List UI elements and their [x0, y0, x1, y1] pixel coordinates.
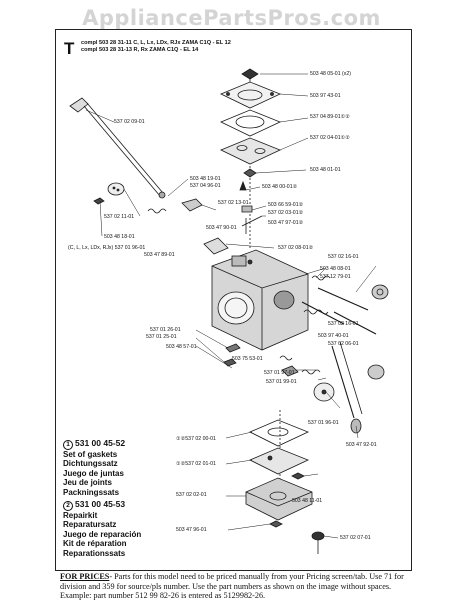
part-label: 503 47 96-01: [176, 527, 207, 533]
kit-line: Juego de reparación: [63, 529, 142, 539]
pump-gasket: [220, 109, 282, 137]
carburetor-body: [211, 249, 309, 351]
part-label: 537 02 11-01: [104, 214, 135, 220]
kit-marker: 1: [63, 440, 73, 450]
footer-text: - Parts for this model need to be priced…: [60, 572, 404, 601]
part-label: 537 02 08-01②: [278, 245, 314, 251]
parts-diagram-sheet: T compl 503 28 31-11 C, L, Lx, LDx, RJx …: [55, 29, 412, 571]
throttle-shaft: [69, 97, 166, 199]
part-label: 537 04 89-01①②: [310, 114, 350, 120]
part-label: 503 48 11-01: [292, 498, 323, 504]
kit-line: Jeu de joints: [63, 478, 112, 488]
part-label: 537 02 07-01: [340, 535, 371, 541]
kit-line: Juego de juntas: [63, 468, 124, 478]
exploded-view-drawing: [69, 68, 389, 554]
part-label: 537 12 79-01: [320, 274, 351, 280]
part-label: 537 01 96-01: [308, 420, 339, 426]
part-label: 537 02 03-01②: [268, 210, 304, 216]
footer-heading: FOR PRICES: [60, 572, 110, 581]
part-label: 537 02 09-01: [114, 119, 145, 125]
part-label: 503 48 08-01: [320, 266, 351, 272]
part-label: 503 48 00-01②: [262, 184, 298, 190]
part-label: 537 01 99-01: [266, 379, 297, 385]
kit-marker: 2: [63, 501, 73, 511]
part-label: ①②537 02 01-01: [176, 461, 216, 467]
part-label: 537 01 26-01: [150, 327, 181, 333]
part-label: 503 97 43-01: [310, 93, 341, 99]
header-line-1: compl 503 28 31-11 C, L, Lx, LDx, RJx ZA…: [81, 40, 231, 46]
metering-gasket: [249, 419, 310, 447]
part-label: 537 02 13-01: [218, 200, 249, 206]
watermark: AppliancePartsPros.com: [82, 6, 381, 30]
bottom-screw: [311, 531, 325, 554]
kit-line: Kit de réparation: [63, 539, 127, 549]
kit-line: Set of gaskets: [63, 450, 118, 459]
part-label: 503 48 19-01: [190, 176, 221, 182]
part-label: (C, L, Lx, LDx, RJx) 537 01 96-01: [68, 245, 146, 251]
kit-line: Reparationssats: [63, 548, 126, 558]
pump-diaphragm: [220, 137, 282, 165]
header-line-2: compl 503 28 31-13 R, Rx ZAMA C1Q - EL 1…: [81, 47, 199, 53]
kit-line: Reparatursatz: [63, 520, 117, 530]
part-label: 503 97 40-01: [318, 333, 349, 339]
part-label: 503 48 05-01 (x2): [310, 71, 351, 77]
part-label: 537 02 16-01: [328, 321, 359, 327]
part-label: 503 48 18-01: [104, 234, 135, 240]
part-label: 503 47 97-01②: [268, 220, 304, 226]
sheet-letter: T: [64, 39, 75, 58]
part-label: 537 01 25-01: [146, 334, 177, 340]
kit-line: Repairkit: [63, 511, 98, 520]
part-label: 537 02 06-01: [328, 341, 359, 347]
pump-cover: [220, 81, 282, 109]
pricing-footer: FOR PRICES- Parts for this model need to…: [60, 572, 420, 601]
part-label: 503 75 53-01: [232, 356, 263, 362]
part-label: 537 02 02-01: [176, 492, 207, 498]
part-label: 537 04 96-01: [190, 183, 221, 189]
metering-cover: [245, 477, 313, 521]
part-label: ①②537 02 00-01: [176, 436, 216, 442]
part-label: 503 47 89-01: [144, 252, 175, 258]
part-label: 503 66 59-01②: [268, 202, 304, 208]
kit-line: Packningssats: [63, 487, 120, 497]
part-label: 503 47 90-01: [206, 225, 237, 231]
adjusting-screws: [301, 275, 389, 380]
throttle-plate: [107, 182, 125, 196]
kit-line: Dichtungssatz: [63, 459, 118, 469]
part-label: 537 02 16-01: [328, 254, 359, 260]
kit-number: 531 00 45-53: [75, 499, 126, 509]
kit-number: 531 00 45-52: [75, 438, 126, 448]
part-label: 503 48 01-01: [310, 167, 341, 173]
part-label: 537 01 97-01: [264, 370, 295, 376]
part-label: 503 48 57-01: [166, 344, 197, 350]
choke-plate: [313, 382, 335, 402]
metering-diaphragm: [249, 447, 310, 475]
part-label: 537 02 04-01①②: [310, 135, 350, 141]
part-label: 503 47 92-01: [346, 442, 377, 448]
